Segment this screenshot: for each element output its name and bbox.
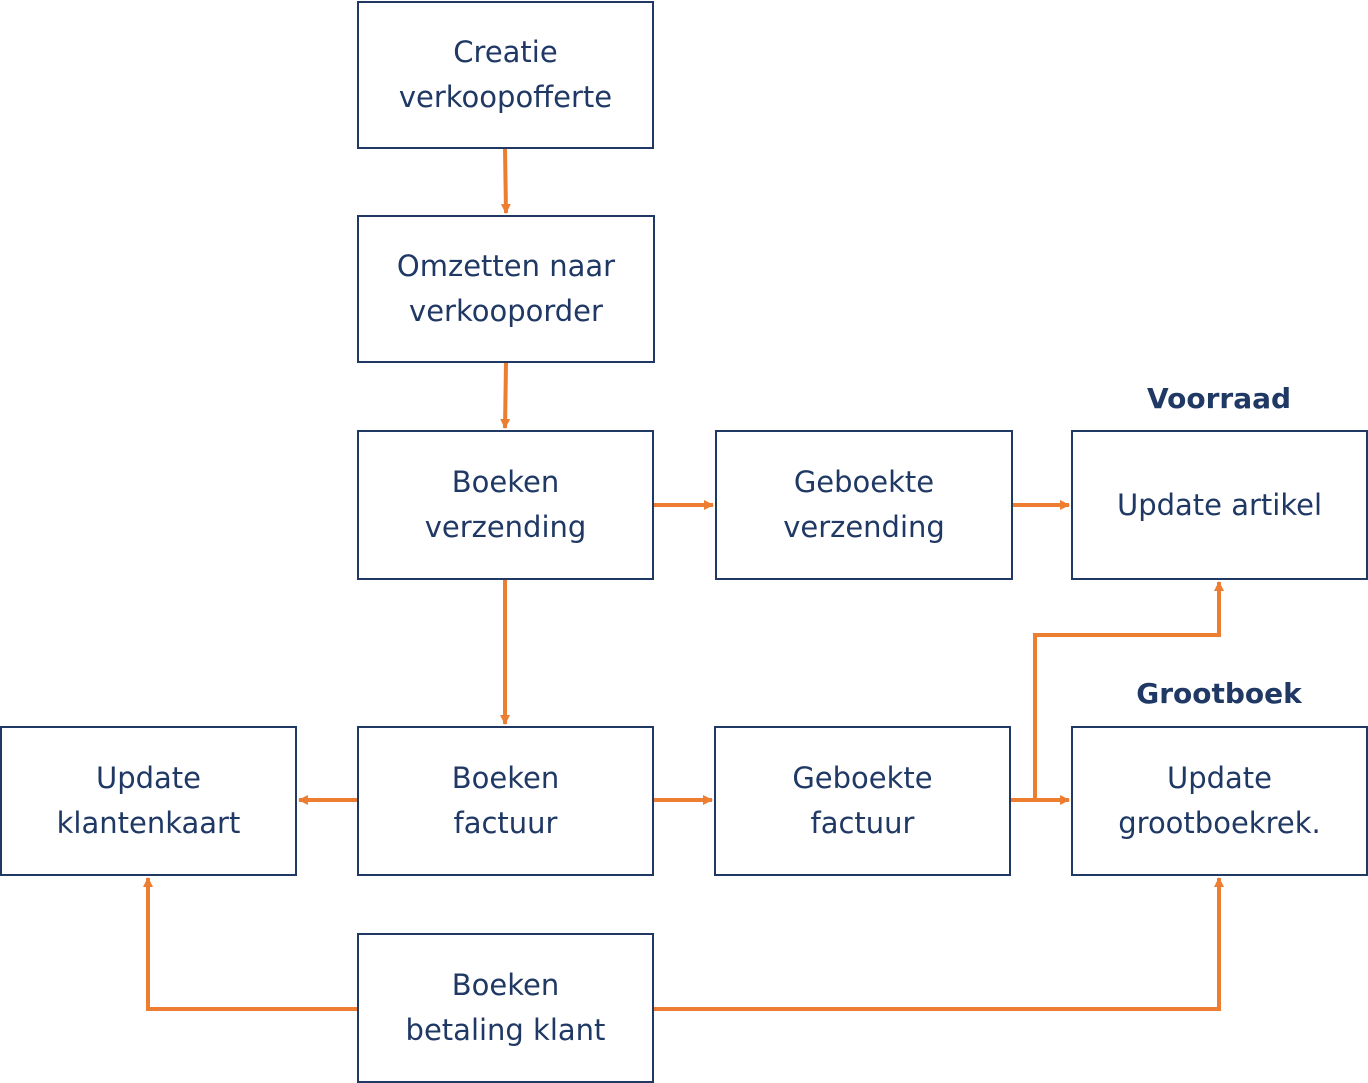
box-label-line: Boeken bbox=[451, 968, 560, 1002]
box-label-line: verzending bbox=[783, 510, 945, 544]
box-label-line: factuur bbox=[453, 806, 558, 840]
box-label-line: Update bbox=[1166, 761, 1273, 795]
box-geboekte-factuur: Geboekte factuur bbox=[714, 726, 1011, 876]
box-boeken-verzending: Boeken verzending bbox=[357, 430, 654, 580]
box-label-line: Creatie bbox=[453, 35, 558, 69]
box-label-line: Geboekte bbox=[793, 465, 935, 499]
box-boeken-betaling-klant: Boeken betaling klant bbox=[357, 933, 654, 1083]
arrow-creatie-to-omzetten bbox=[500, 148, 511, 214]
box-label-line: klantenkaart bbox=[56, 806, 241, 840]
box-label-line: verzending bbox=[424, 510, 587, 544]
box-update-klantenkaart: Update klantenkaart bbox=[0, 726, 297, 876]
arrow-omzetten-to-verzending bbox=[500, 362, 511, 429]
box-label-line: Omzetten naar bbox=[396, 249, 616, 283]
heading-voorraad: Voorraad bbox=[1146, 382, 1292, 415]
box-label-line: Boeken bbox=[451, 465, 560, 499]
box-label-line: verkoopofferte bbox=[398, 80, 613, 114]
arrow-betaling-to-grootboek bbox=[654, 877, 1224, 1011]
box-label-line: Geboekte bbox=[792, 761, 933, 795]
box-update-grootboekrek: Update grootboekrek. bbox=[1071, 726, 1368, 876]
box-boeken-factuur: Boeken factuur bbox=[357, 726, 654, 876]
heading-grootboek: Grootboek bbox=[1136, 677, 1302, 710]
box-label-line: Boeken bbox=[451, 761, 560, 795]
arrow-geboekte-factuur-to-artikel bbox=[1033, 581, 1224, 800]
arrow-betaling-to-klantenkaart bbox=[143, 877, 357, 1011]
box-label-line: Update bbox=[95, 761, 202, 795]
box-label-line: betaling klant bbox=[405, 1013, 606, 1047]
box-label-line: grootboekrek. bbox=[1118, 806, 1321, 840]
box-label-line: factuur bbox=[810, 806, 915, 840]
box-label-line: verkooporder bbox=[409, 294, 603, 328]
box-update-artikel: Update artikel bbox=[1071, 430, 1368, 580]
box-omzetten-naar-verkooporder: Omzetten naar verkooporder bbox=[357, 215, 655, 363]
box-geboekte-verzending: Geboekte verzending bbox=[715, 430, 1013, 580]
box-creatie-verkoopofferte: Creatie verkoopofferte bbox=[357, 1, 654, 149]
box-label-line: Update artikel bbox=[1116, 487, 1323, 522]
